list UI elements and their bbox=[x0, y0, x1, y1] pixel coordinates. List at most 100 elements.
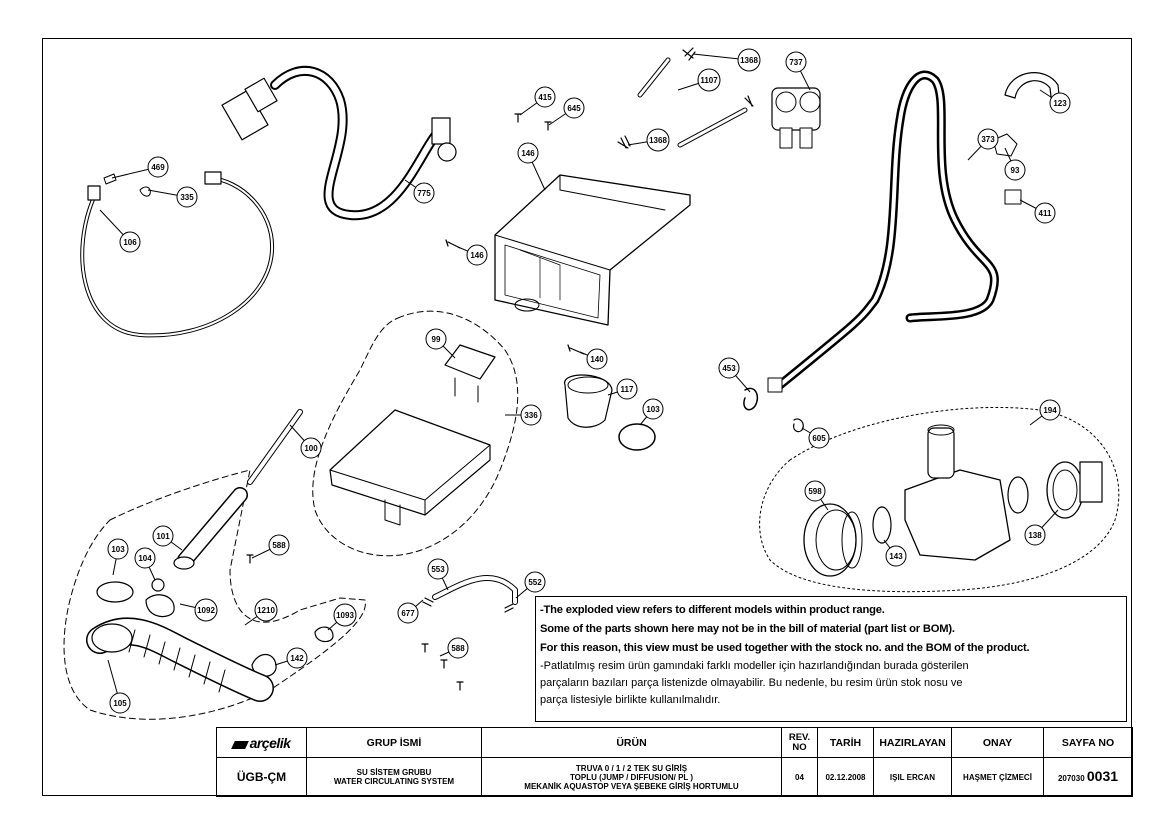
callout-bubble bbox=[107, 538, 129, 560]
callout-bubble bbox=[517, 142, 539, 164]
product-line-3: MEKANİK AQUASTOP VEYA ŞEBEKE GİRİŞ HORTU… bbox=[524, 781, 739, 791]
header-approval: ONAY bbox=[951, 727, 1044, 758]
callout-bubble bbox=[466, 244, 488, 266]
callout-number: 146 bbox=[521, 149, 535, 158]
callout-bubble bbox=[109, 692, 131, 714]
header-group: GRUP İSMİ bbox=[306, 727, 482, 758]
callout-bubble bbox=[1049, 92, 1071, 114]
callout-bubble bbox=[413, 182, 435, 204]
page-prefix: 207030 bbox=[1057, 773, 1085, 783]
callout-number: 775 bbox=[417, 189, 431, 198]
callout-number: 335 bbox=[180, 193, 194, 202]
callout-number: 373 bbox=[981, 135, 995, 144]
page-number: 0031 bbox=[1086, 767, 1119, 784]
product-cell: TRUVA 0 / 1 / 2 TEK SU GİRİŞ TOPLU (JUMP… bbox=[481, 757, 782, 797]
callout-number: 453 bbox=[722, 364, 736, 373]
callout-number: 117 bbox=[621, 385, 634, 394]
group-name-en: WATER CIRCULATING SYSTEM bbox=[333, 777, 455, 786]
callout-bubble bbox=[534, 86, 556, 108]
date-value: 02.12.2008 bbox=[817, 757, 874, 797]
callout-bubble bbox=[697, 68, 721, 92]
callout-bubble bbox=[563, 97, 585, 119]
notice-en-line-2: Some of the parts shown here may not be … bbox=[540, 623, 955, 635]
callout-bubble bbox=[1039, 399, 1061, 421]
callout-bubble bbox=[808, 427, 830, 449]
notice-box: -The exploded view refers to different m… bbox=[535, 596, 1127, 722]
callout-bubble bbox=[268, 534, 290, 556]
callout-bubble bbox=[524, 571, 546, 593]
callout-bubble bbox=[300, 437, 322, 459]
callout-number: 140 bbox=[590, 355, 604, 364]
group-outline-sump-hose bbox=[63, 469, 366, 720]
callout-bubble bbox=[447, 637, 469, 659]
approval-value: HAŞMET ÇİZMECİ bbox=[951, 757, 1044, 797]
callout-bubble bbox=[616, 378, 638, 400]
dispenser-drawer bbox=[329, 409, 491, 516]
group-outline-drain-pump bbox=[759, 406, 1120, 593]
brand-logo: arçelik bbox=[249, 734, 291, 751]
callout-bubble bbox=[1034, 202, 1056, 224]
product-line-2: TOPLU (JUMP / DIFFUSION/ PL ) bbox=[569, 772, 694, 782]
callout-number: 469 bbox=[151, 163, 165, 172]
callout-bubble bbox=[642, 398, 664, 420]
header-product: ÜRÜN bbox=[481, 727, 782, 758]
product-line-1: TRUVA 0 / 1 / 2 TEK SU GİRİŞ bbox=[575, 763, 688, 773]
notice-en-line-3: For this reason, this view must be used … bbox=[540, 642, 1030, 654]
callout-bubble bbox=[520, 404, 542, 426]
callout-bubble bbox=[425, 328, 447, 350]
callout-number: 677 bbox=[401, 609, 415, 618]
callout-bubble bbox=[427, 558, 449, 580]
group-name-cell: SU SİSTEM GRUBU WATER CIRCULATING SYSTEM bbox=[306, 757, 482, 797]
callout-bubble bbox=[134, 547, 156, 569]
callout-bubble bbox=[977, 128, 999, 150]
header-prepared: HAZIRLAYAN bbox=[873, 727, 952, 758]
callout-bubble bbox=[737, 48, 761, 72]
callout-bubble bbox=[397, 602, 419, 624]
callout-number: 588 bbox=[451, 644, 465, 653]
callout-bubble bbox=[119, 231, 141, 253]
callout-bubble bbox=[147, 156, 169, 178]
callout-number: 103 bbox=[646, 405, 660, 414]
callout-number: 93 bbox=[1011, 166, 1020, 175]
callout-number: 100 bbox=[304, 444, 318, 453]
callout-bubble bbox=[785, 51, 807, 73]
callout-bubble bbox=[176, 186, 198, 208]
callout-number: 104 bbox=[138, 554, 152, 563]
notice-tr-line-2: parçaların bazıları parça listenizde olm… bbox=[540, 677, 963, 689]
callout-number: 99 bbox=[432, 335, 441, 344]
callout-number: 105 bbox=[113, 699, 127, 708]
callout-bubble bbox=[1004, 159, 1026, 181]
group-name-tr: SU SİSTEM GRUBU bbox=[356, 768, 432, 777]
callout-number: 106 bbox=[123, 238, 137, 247]
callout-bubble bbox=[194, 598, 218, 622]
callout-bubble bbox=[333, 603, 357, 627]
group-code: ÜGB-ÇM bbox=[216, 757, 307, 797]
prepared-value: IŞIL ERCAN bbox=[873, 757, 952, 797]
callout-number: 336 bbox=[524, 411, 538, 420]
callout-number: 143 bbox=[889, 552, 903, 561]
brand-logo-cell: arçelik bbox=[216, 727, 307, 758]
callout-number: 194 bbox=[1043, 406, 1057, 415]
title-block: arçelik GRUP İSMİ ÜRÜN REV. NO TARİH HAZ… bbox=[216, 727, 1133, 797]
header-page: SAYFA NO bbox=[1043, 727, 1133, 758]
callout-number: 123 bbox=[1053, 99, 1067, 108]
callout-number: 598 bbox=[808, 487, 822, 496]
callout-number: 1092 bbox=[197, 606, 215, 615]
notice-tr-line-1: -Patlatılmış resim ürün gamındaki farklı… bbox=[540, 660, 969, 672]
callout-number: 588 bbox=[272, 541, 286, 550]
callout-bubble bbox=[152, 525, 174, 547]
callout-bubble bbox=[804, 480, 826, 502]
callout-number: 1093 bbox=[336, 611, 354, 620]
group-outline-dispenser-drawer bbox=[312, 310, 519, 557]
callout-number: 1210 bbox=[257, 606, 275, 615]
callout-bubble bbox=[254, 598, 278, 622]
dispenser-housing bbox=[494, 174, 691, 326]
inlet-hose-loop bbox=[80, 176, 275, 338]
callout-number: 103 bbox=[111, 545, 125, 554]
callout-number: 411 bbox=[1039, 209, 1052, 218]
rev-value: 04 bbox=[781, 757, 818, 797]
callout-number: 737 bbox=[789, 58, 803, 67]
brand-logo-icon bbox=[230, 740, 249, 749]
callout-number: 138 bbox=[1028, 531, 1042, 540]
